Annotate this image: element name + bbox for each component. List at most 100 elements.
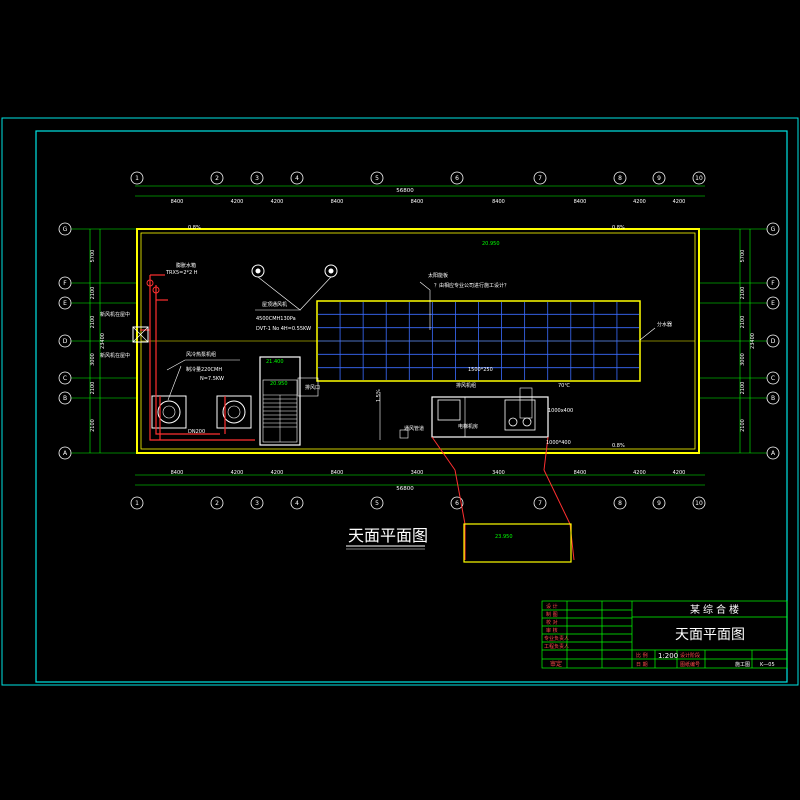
side-dim: 2100 — [740, 287, 746, 300]
tb-sheet-title: 天面平面图 — [675, 627, 745, 643]
overall-dim-top: 56800 — [396, 188, 414, 194]
svg-text:3: 3 — [255, 175, 259, 182]
side-total: 23400 — [100, 333, 106, 349]
tb-stage: 施工图 — [735, 661, 750, 668]
svg-text:通风管道: 通风管道 — [404, 425, 424, 432]
grid-bubble-1: 1 — [130, 171, 144, 185]
svg-text:20.950: 20.950 — [270, 381, 288, 387]
side-dim: 2100 — [90, 316, 96, 329]
svg-text:4: 4 — [295, 500, 299, 507]
expansion-tank — [132, 279, 160, 343]
svg-text:7: 7 — [538, 175, 542, 182]
grid-bubble-10: 10 — [692, 171, 706, 185]
svg-text:B: B — [771, 395, 775, 402]
tb-scale: 1:200 — [658, 652, 678, 660]
svg-text:G: G — [63, 226, 68, 233]
svg-text:设计阶段: 设计阶段 — [680, 652, 700, 659]
svg-text:1500*250: 1500*250 — [468, 367, 493, 373]
svg-text:新风机在屋中: 新风机在屋中 — [100, 352, 130, 359]
pipe-routing — [140, 274, 255, 441]
solar-panel-array — [316, 300, 641, 382]
svg-text:6: 6 — [455, 500, 459, 507]
svg-text:70℃: 70℃ — [558, 383, 570, 389]
roof-fan-1 — [251, 264, 265, 278]
grid-bubble-B: B — [699, 391, 780, 405]
svg-text:2: 2 — [215, 500, 219, 507]
svg-text:F: F — [771, 280, 775, 287]
svg-text:图纸编号: 图纸编号 — [680, 661, 700, 668]
title-block — [541, 600, 788, 669]
leader-lines — [166, 276, 656, 401]
svg-text:专业负责人: 专业负责人 — [544, 635, 569, 642]
svg-text:审 核: 审 核 — [546, 627, 558, 634]
svg-text:G: G — [771, 226, 776, 233]
grid-bubble-G: G — [699, 222, 780, 236]
svg-text:新风机在屋中: 新风机在屋中 — [100, 311, 130, 318]
svg-text:10: 10 — [695, 500, 703, 507]
side-total: 23400 — [750, 333, 756, 349]
grid-bubble-7: 7 — [533, 171, 547, 185]
grid-bubble-6: 6 — [450, 496, 464, 510]
tb-sheet-no: K—05 — [760, 662, 775, 668]
svg-text:4: 4 — [295, 175, 299, 182]
svg-text:太阳能板: 太阳能板 — [428, 272, 448, 279]
grid-bubble-A: A — [58, 446, 137, 460]
side-dim: 5700 — [740, 250, 746, 263]
dim-text: 8400 — [171, 199, 184, 205]
svg-text:屋顶通风机: 屋顶通风机 — [262, 301, 287, 308]
grid-bubble-2: 2 — [210, 496, 224, 510]
svg-text:9: 9 — [657, 500, 661, 507]
svg-text:校 对: 校 对 — [546, 619, 558, 626]
svg-text:风冷热泵机组: 风冷热泵机组 — [186, 351, 216, 358]
grid-bubble-7: 7 — [533, 496, 547, 510]
grid-bubble-E: E — [699, 296, 780, 310]
svg-text:4500CMH130Pa: 4500CMH130Pa — [256, 316, 296, 322]
side-dim: 3000 — [740, 353, 746, 366]
svg-text:TRX5=2*2 H: TRX5=2*2 H — [165, 270, 198, 276]
grid-bubble-8: 8 — [613, 171, 627, 185]
svg-text:电梯机房: 电梯机房 — [458, 423, 478, 430]
grid-bubble-4: 4 — [290, 171, 304, 185]
svg-text:20.950: 20.950 — [482, 241, 500, 247]
grid-bubble-D: D — [58, 334, 137, 348]
grid-bubble-3: 3 — [250, 496, 264, 510]
svg-text:D: D — [771, 338, 776, 345]
side-dim: 3000 — [90, 353, 96, 366]
svg-text:F: F — [63, 280, 67, 287]
grid-bubble-A: A — [699, 446, 780, 460]
grid-bubble-10: 10 — [692, 496, 706, 510]
svg-text:E: E — [771, 300, 775, 307]
svg-text:排风口: 排风口 — [305, 384, 320, 391]
grid-bubble-G: G — [58, 222, 137, 236]
mechanical-room — [431, 387, 549, 438]
inner-frame — [35, 130, 788, 683]
svg-text:0.8%: 0.8% — [188, 225, 201, 231]
svg-text:N=7.5KW: N=7.5KW — [200, 376, 224, 382]
roof-outline — [136, 228, 700, 454]
svg-text:B: B — [63, 395, 67, 402]
slope-marks: 0.8% 0.8% 0.8% 1.5% — [188, 225, 625, 449]
svg-text:DVT-1 No 4H=0.55KW: DVT-1 No 4H=0.55KW — [256, 326, 311, 332]
side-dim: 2100 — [90, 287, 96, 300]
grid-bubble-3: 3 — [250, 171, 264, 185]
dim-text: 4200 — [673, 199, 686, 205]
svg-text:3: 3 — [255, 500, 259, 507]
svg-text:排风机组: 排风机组 — [456, 382, 476, 389]
svg-text:1: 1 — [135, 175, 139, 182]
grid-bubble-1: 1 — [130, 496, 144, 510]
side-dim: 2100 — [740, 316, 746, 329]
elevation-marks: 20.950 21.400 20.950 23.950 — [266, 241, 513, 540]
grid-bubble-5: 5 — [370, 171, 384, 185]
chiller-unit-right — [216, 395, 252, 429]
svg-text:C: C — [771, 375, 775, 382]
svg-text:1000*400: 1000*400 — [546, 440, 571, 446]
svg-text:23.950: 23.950 — [495, 534, 513, 540]
svg-text:1: 1 — [135, 500, 139, 507]
svg-text:设 计: 设 计 — [546, 603, 558, 610]
svg-text:A: A — [63, 450, 68, 457]
dim-text: 4200 — [271, 199, 284, 205]
grid-bubble-F: F — [699, 276, 780, 290]
svg-text:2: 2 — [215, 175, 219, 182]
